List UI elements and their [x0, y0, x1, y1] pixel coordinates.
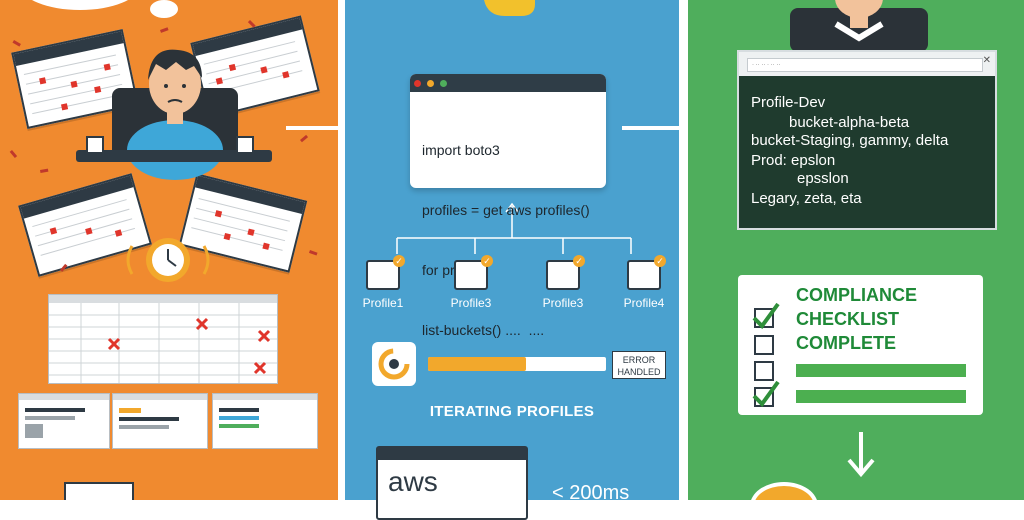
mini-window-3 — [212, 393, 318, 449]
python-logo-icon — [484, 0, 535, 16]
checkmarks — [752, 302, 780, 408]
terminal-line-4: Prod: epslon — [751, 152, 836, 169]
checklist-line-2: CHECKLIST — [796, 309, 899, 329]
profile-item-1[interactable]: ✓ Profile1 — [348, 255, 418, 310]
terminal-address-bar: · ·· ·· · ·· ·· — [747, 58, 983, 72]
close-icon[interactable]: ✕ — [982, 55, 991, 66]
desk-cup-left — [86, 136, 104, 154]
messy-window-1 — [11, 29, 139, 129]
fanout-lines — [396, 202, 632, 254]
check-badge-icon: ✓ — [481, 255, 493, 267]
error-handled-badge: ERROR HANDLED — [612, 351, 666, 379]
terminal-line-3: bucket-Staging, gammy, delta — [751, 132, 949, 149]
alarm-clock-icon — [126, 238, 210, 282]
aws-window: aws — [376, 446, 528, 520]
profile-label: Profile4 — [623, 296, 665, 310]
profile-label: Profile3 — [450, 296, 492, 310]
mini-window-2 — [112, 393, 208, 449]
checklist-line-1: COMPLIANCE — [796, 285, 917, 305]
stressed-person — [112, 49, 238, 180]
terminal-line-1: Profile-Dev — [751, 94, 826, 111]
aws-logo: aws — [388, 466, 438, 497]
messy-window-3 — [18, 173, 152, 277]
thought-bubble — [20, 0, 140, 10]
code-window-titlebar — [410, 74, 606, 92]
profile-item-4[interactable]: ✓ Profile4 — [609, 255, 679, 310]
checkbox-2[interactable] — [754, 335, 774, 355]
profile-item-2[interactable]: ✓ Profile3 — [436, 255, 506, 310]
thought-bubble-small — [150, 0, 178, 18]
error-spreadsheet — [48, 294, 278, 384]
flow-arrow-down — [847, 432, 875, 478]
checklist-line-3: COMPLETE — [796, 333, 897, 353]
terminal-line-6: Legary, zeta, eta — [751, 190, 862, 207]
folder-icon: ✓ — [366, 255, 405, 290]
profile-label: Profile1 — [362, 296, 404, 310]
messy-window-2 — [190, 15, 320, 119]
clipboard-icon — [64, 482, 134, 500]
checkbox-3[interactable] — [754, 361, 774, 381]
stopwatch-icon — [750, 482, 818, 500]
terminal-titlebar: · ·· ·· · ·· ·· ✕ — [739, 52, 995, 76]
desk — [76, 150, 272, 162]
check-badge-icon: ✓ — [573, 255, 585, 267]
folder-icon: ✓ — [546, 255, 585, 290]
profile-label: Profile3 — [542, 296, 584, 310]
code-line-4: list-buckets() .... .... — [422, 322, 545, 338]
mini-window-1 — [18, 393, 110, 449]
code-line-2: profiles = get aws profiles() — [422, 202, 590, 218]
folder-icon: ✓ — [454, 255, 493, 290]
loading-spinner-icon — [372, 342, 416, 386]
checklist-bar-1 — [796, 364, 966, 377]
iterating-caption: ITERATING PROFILES — [429, 403, 595, 420]
manual-chaos-panel — [0, 0, 338, 500]
latency-label: < 200ms — [552, 482, 630, 504]
code-editor-window: import boto3 profiles = get aws profiles… — [410, 74, 606, 338]
terminal-line-5: epsslon — [797, 170, 849, 187]
desk-cup-right — [236, 136, 254, 154]
progress-bar-fill — [428, 357, 526, 371]
profile-item-3[interactable]: ✓ Profile3 — [528, 255, 598, 310]
code-line-1: import boto3 — [422, 142, 500, 158]
check-badge-icon: ✓ — [654, 255, 666, 267]
checklist-bar-2 — [796, 390, 966, 403]
messy-window-4 — [178, 173, 308, 273]
check-badge-icon: ✓ — [393, 255, 405, 267]
progress-bar-track — [428, 357, 606, 371]
terminal-line-2: bucket-alpha-beta — [789, 114, 910, 131]
happy-person — [790, 0, 928, 50]
results-terminal: · ·· ·· · ·· ·· ✕ Profile-Dev bucket-alp… — [737, 50, 997, 230]
folder-icon: ✓ — [627, 255, 666, 290]
